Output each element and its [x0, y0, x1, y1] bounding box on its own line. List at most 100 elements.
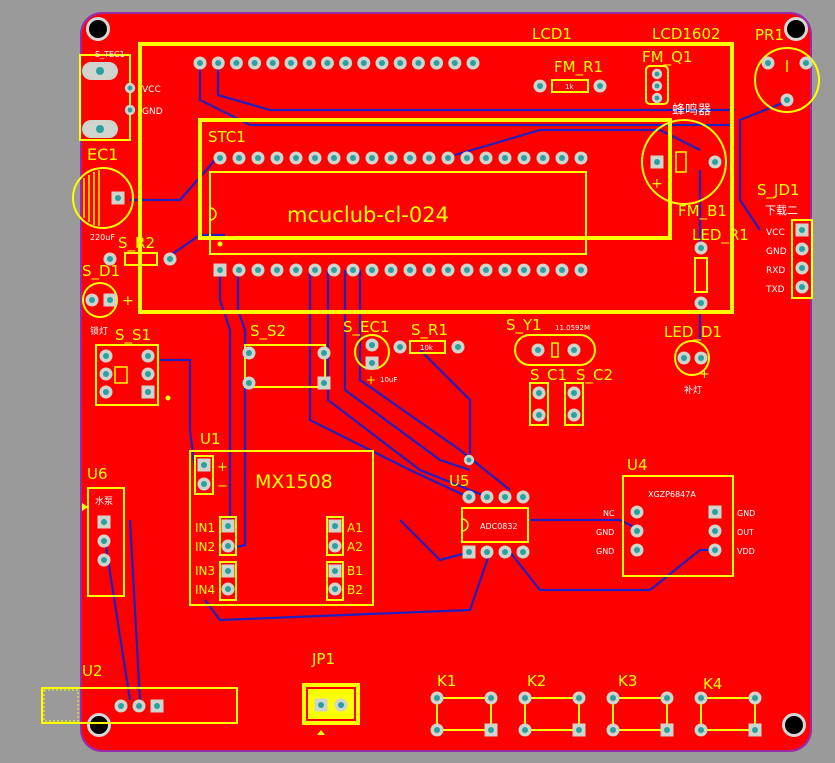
u2-label: U2: [82, 662, 103, 680]
s-c1-label: S_C1: [530, 366, 567, 385]
s-jd1-label: S_JD1: [757, 181, 800, 200]
stc-pin-pad: [289, 151, 303, 165]
stc-pin-pad: [460, 151, 474, 165]
lcd-pin-pad: [193, 56, 207, 70]
pr1-label: PR1: [755, 26, 784, 44]
stc-pin-pad: [289, 263, 303, 277]
s-tec1-gnd: GND: [142, 107, 163, 117]
lcd-pin-pad: [284, 56, 298, 70]
s-s1-label: S_S1: [115, 326, 151, 345]
stc-pin-pad: [365, 263, 379, 277]
adc0832-label: ADC0832: [480, 522, 518, 531]
fm-r1-footprint: FM_R1 1k: [533, 58, 607, 93]
stc-pin-pad: [365, 151, 379, 165]
k1-footprint: K1: [430, 672, 498, 737]
u1-in3: IN3: [195, 564, 215, 578]
s-jd1-sub: 下载二: [765, 204, 798, 217]
u4-vdd: VDD: [737, 547, 755, 556]
s-tec1-label: S_TEC1: [95, 50, 125, 59]
lcd-pin-pad: [266, 56, 280, 70]
lcd-pin-pad: [211, 56, 225, 70]
u5-footprint: ADC0832 U5: [449, 454, 530, 559]
fm-b1-plus: +: [651, 176, 663, 192]
u6-sub: 水泵: [95, 495, 113, 507]
traces: [103, 63, 791, 701]
lcd-pin-pad: [357, 56, 371, 70]
stc-pin-pad: [403, 151, 417, 165]
fm-r1-value: 1k: [565, 83, 574, 91]
stc-pin-pad: [270, 151, 284, 165]
lcd-pin-pad: [430, 56, 444, 70]
u1-plus: +: [217, 460, 228, 475]
stc-pin-pad: [327, 151, 341, 165]
stc-pin-pad: [213, 263, 227, 277]
u4-gnd2: GND: [596, 528, 614, 537]
s-ec1-value: 10uF: [380, 376, 397, 384]
u2-footprint: U2: [41, 662, 238, 724]
jp1-footprint: JP1: [302, 650, 360, 735]
u1-in1: IN1: [195, 521, 215, 535]
stc-pin-pad: [422, 151, 436, 165]
s-tec1-vcc: VCC: [142, 85, 161, 95]
stc1-label: STC1: [208, 128, 246, 146]
u4-footprint: XGZP6847A NC GND GND GND OUT VDD U4: [596, 456, 755, 577]
k4-label: K4: [703, 675, 722, 693]
stc-pin-pad: [327, 263, 341, 277]
stc-pin-pad: [555, 263, 569, 277]
jd-rxd: RXD: [766, 266, 785, 276]
lcd-pin-pad: [339, 56, 353, 70]
s-ec1-footprint: + S_EC1 10uF: [343, 318, 397, 387]
u4-label: U4: [627, 456, 648, 474]
stc-pin-pad: [403, 263, 417, 277]
s-d1-label: S_D1: [82, 262, 120, 281]
stc-pin-pad: [498, 263, 512, 277]
lcd-pin-pad: [448, 56, 462, 70]
ec1-footprint: EC1 220uF: [72, 145, 134, 242]
stc-pin-pad: [422, 263, 436, 277]
u6-footprint: 水泵 U6: [82, 465, 125, 597]
k3-label: K3: [618, 672, 637, 690]
mount-hole-tr: [784, 17, 808, 41]
stc-pin-pad: [308, 263, 322, 277]
s-y1-value: 11.0592M: [555, 324, 590, 332]
board-copper: [82, 14, 810, 750]
u4-gnd: GND: [737, 509, 755, 518]
stc-pin-pad: [441, 151, 455, 165]
s-ec1-label: S_EC1: [343, 318, 390, 337]
lcd-pin-pad: [375, 56, 389, 70]
s-r1-label: S_R1: [411, 321, 448, 340]
led-r1-label: LED_R1: [692, 226, 749, 245]
buzzer-label: 蜂鸣器: [672, 102, 711, 118]
jd-txd: TXD: [765, 285, 785, 295]
stc-pin-pad: [346, 263, 360, 277]
stc-pin-pad: [574, 151, 588, 165]
u1-in2: IN2: [195, 540, 215, 554]
fm-b1-footprint: + 蜂鸣器 FM_B1: [641, 102, 727, 221]
u4-gnd3: GND: [596, 547, 614, 556]
mount-hole-bl: [87, 713, 111, 737]
s-d1-plus: +: [122, 293, 134, 309]
stc-pin-pad: [346, 151, 360, 165]
lcd-pin-pad: [248, 56, 262, 70]
stc1-footprint: STC1: [208, 128, 588, 277]
stc-pin-pad: [517, 151, 531, 165]
lcd-pin-pad: [393, 56, 407, 70]
led-d1-footprint: + LED_D1 补灯: [664, 323, 722, 396]
u1-a1: A1: [347, 521, 363, 535]
lcd-pin-pad: [411, 56, 425, 70]
stc-pin-pad: [384, 151, 398, 165]
stc-pin-pad: [232, 263, 246, 277]
mx1508-label: MX1508: [255, 471, 333, 493]
lcd-pin-pad: [320, 56, 334, 70]
k4-footprint: K4: [694, 675, 762, 737]
s-y1-label: S_Y1: [506, 316, 542, 335]
jd-vcc: VCC: [766, 228, 785, 238]
s-y1-footprint: S_Y1 11.0592M: [506, 316, 596, 366]
u4-nc: NC: [603, 509, 615, 518]
u6-label: U6: [87, 465, 108, 483]
stc-pin-pad: [536, 263, 550, 277]
fm-q1-footprint: FM_Q1: [642, 48, 692, 105]
stc-pin-pad: [232, 151, 246, 165]
u5-label: U5: [449, 472, 470, 490]
